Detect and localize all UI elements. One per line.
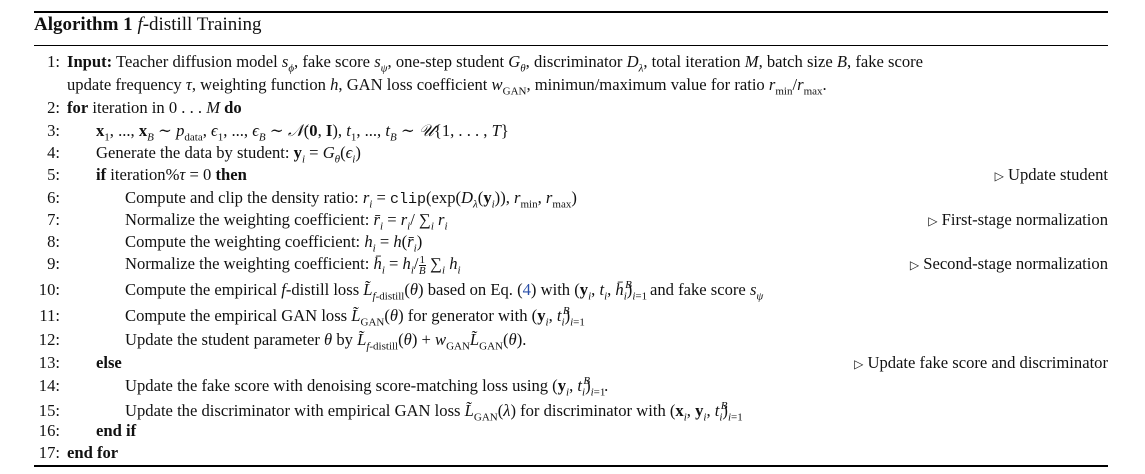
line-text: Compute the weighting coefficient: hi = … <box>125 232 423 255</box>
line-text: Update the fake score with denoising sco… <box>125 375 609 399</box>
line-text: else <box>96 353 122 372</box>
line-number: 12: <box>38 330 60 349</box>
line-comment: ▷ First-stage normalization <box>928 210 1108 229</box>
title-f: f <box>137 14 143 35</box>
line-text: end for <box>67 443 119 462</box>
algorithm-label: Algorithm 1 <box>34 14 133 35</box>
line-text: Input: Teacher diffusion model sϕ, fake … <box>67 52 924 75</box>
line-comment: ▷ Update fake score and discriminator <box>854 353 1108 372</box>
line-number: 14: <box>38 376 60 395</box>
line-15: 15: Update the discriminator with empiri… <box>34 400 1108 424</box>
line-number: 8: <box>47 232 60 251</box>
line-text: Normalize the weighting coefficient: r̄i… <box>125 210 448 233</box>
algorithm-title: Algorithm 1 f-distill Training <box>34 14 262 36</box>
line-text: x1, ..., xB ∼ pdata, ϵ1, ..., ϵB ∼ 𝒩(0, … <box>96 121 509 144</box>
line-17: 17: end for <box>34 442 1108 466</box>
line-text: Normalize the weighting coefficient: h̄i… <box>125 253 461 277</box>
title-rule <box>34 45 1108 46</box>
line-12: 12: Update the student parameter θ by L̃… <box>34 329 1108 353</box>
line-1: 1: Input: Teacher diffusion model sϕ, fa… <box>34 51 1108 75</box>
title-rest: -distill Training <box>142 14 262 35</box>
line-text: Update the discriminator with empirical … <box>125 400 743 424</box>
line-text: Update the student parameter θ by L̃f-di… <box>125 330 527 353</box>
line-number: 10: <box>38 280 60 299</box>
line-number: 1: <box>47 52 60 71</box>
line-text: end if <box>96 421 137 440</box>
line-10: 10: Compute the empirical f-distill loss… <box>34 279 1108 303</box>
line-number: 2: <box>47 98 60 117</box>
line-text: if iteration%τ = 0 then <box>96 165 247 184</box>
line-number: 4: <box>47 143 60 162</box>
line-8: 8: Compute the weighting coefficient: hi… <box>34 231 1108 255</box>
line-1-cont: update frequency τ, weighting function h… <box>34 74 1108 98</box>
line-number: 11: <box>39 306 60 325</box>
line-number: 7: <box>47 210 60 229</box>
line-text: update frequency τ, weighting function h… <box>67 75 827 98</box>
line-16: 16: end if <box>34 420 1108 444</box>
line-5: 5: if iteration%τ = 0 then ▷ Update stud… <box>34 164 1108 188</box>
eq-link[interactable]: 4 <box>522 280 531 299</box>
bottom-rule <box>34 465 1108 467</box>
line-3: 3: x1, ..., xB ∼ pdata, ϵ1, ..., ϵB ∼ 𝒩(… <box>34 120 1108 144</box>
line-text: Generate the data by student: yi = Gθ(ϵi… <box>96 143 361 166</box>
line-9: 9: Normalize the weighting coefficient: … <box>34 253 1108 277</box>
line-number: 16: <box>38 421 60 440</box>
line-11: 11: Compute the empirical GAN loss L̃GAN… <box>34 305 1108 329</box>
line-number: 6: <box>47 188 60 207</box>
line-number: 17: <box>38 443 60 462</box>
line-comment: ▷ Update student <box>994 165 1108 184</box>
line-number: 3: <box>47 121 60 140</box>
line-number: 9: <box>47 254 60 273</box>
top-rule <box>34 11 1108 13</box>
line-text: for iteration in 0 . . . M do <box>67 98 242 117</box>
line-6: 6: Compute and clip the density ratio: r… <box>34 187 1108 211</box>
line-4: 4: Generate the data by student: yi = Gθ… <box>34 142 1108 166</box>
line-number: 5: <box>47 165 60 184</box>
line-text: Compute the empirical GAN loss L̃GAN(θ) … <box>125 305 585 329</box>
line-7: 7: Normalize the weighting coefficient: … <box>34 209 1108 233</box>
line-number: 13: <box>38 353 60 372</box>
line-14: 14: Update the fake score with denoising… <box>34 375 1108 399</box>
line-number: 15: <box>38 401 60 420</box>
line-text: Compute and clip the density ratio: ri =… <box>125 188 577 211</box>
line-text: Compute the empirical f-distill loss L̃f… <box>125 279 764 303</box>
line-comment: ▷ Second-stage normalization <box>909 254 1108 273</box>
line-2: 2: for iteration in 0 . . . M do <box>34 97 1108 121</box>
line-13: 13: else ▷ Update fake score and discrim… <box>34 352 1108 376</box>
